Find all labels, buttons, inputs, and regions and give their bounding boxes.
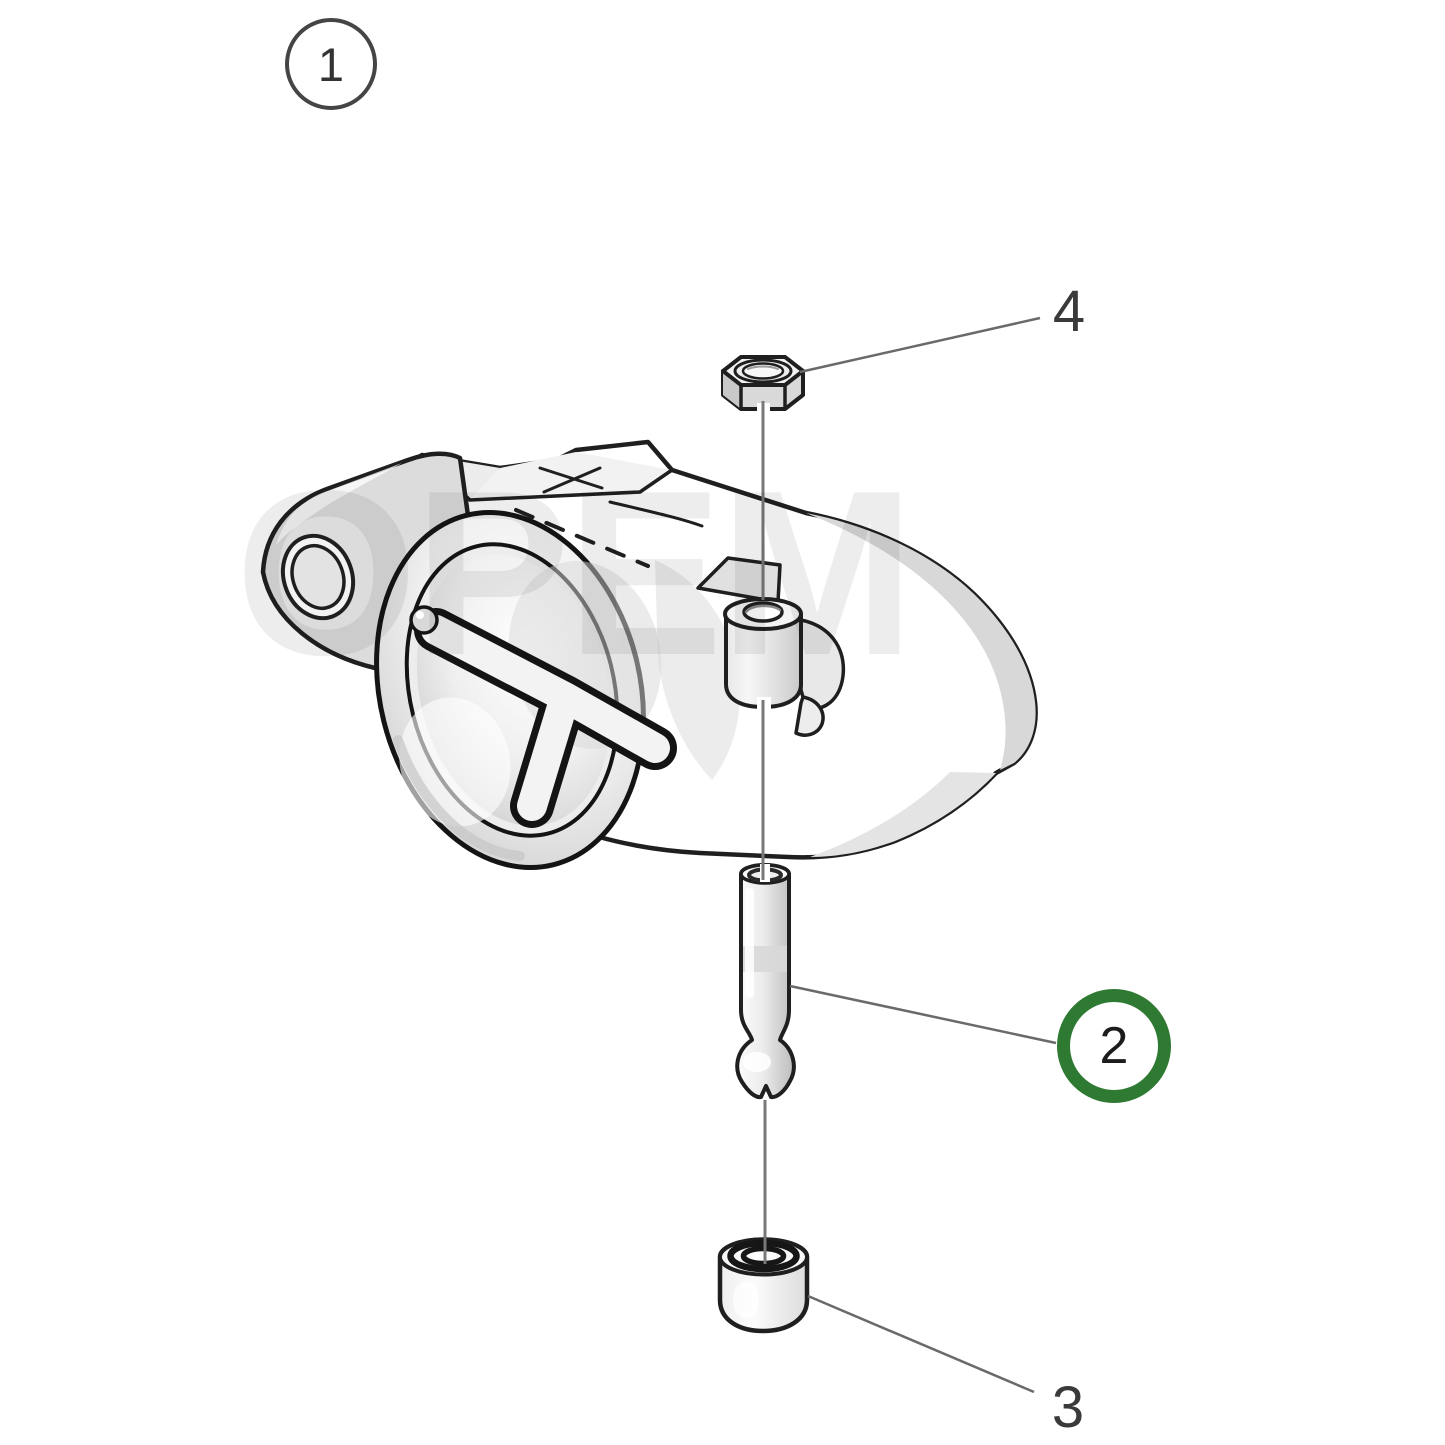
adjuster-boss [696, 556, 846, 737]
ball-end-highlight [743, 1052, 771, 1072]
center-axis-line [761, 401, 767, 1264]
callout-4-label: 4 [1052, 278, 1086, 344]
hex-nut-illustration [721, 355, 805, 413]
callout-2-selected[interactable]: 2 [1057, 989, 1171, 1103]
leader-line-4 [799, 316, 1041, 374]
flange-hole [280, 533, 356, 621]
callout-1[interactable]: 1 [285, 18, 377, 110]
callout-1-label: 1 [317, 37, 345, 91]
pivot-hole [409, 605, 439, 635]
callout-3[interactable]: 3 [1036, 1375, 1100, 1440]
rocker-arm-illustration [260, 439, 1038, 870]
valve-cup-opening [374, 510, 677, 870]
callout-2-label: 2 [1099, 1017, 1129, 1075]
adjuster-screw-illustration [735, 863, 796, 1100]
leader-line-3 [807, 1294, 1035, 1394]
callout-4[interactable]: 4 [1037, 279, 1101, 344]
callout-3-label: 3 [1051, 1374, 1085, 1440]
leader-line-2 [789, 984, 1057, 1045]
y-slot [409, 605, 677, 828]
